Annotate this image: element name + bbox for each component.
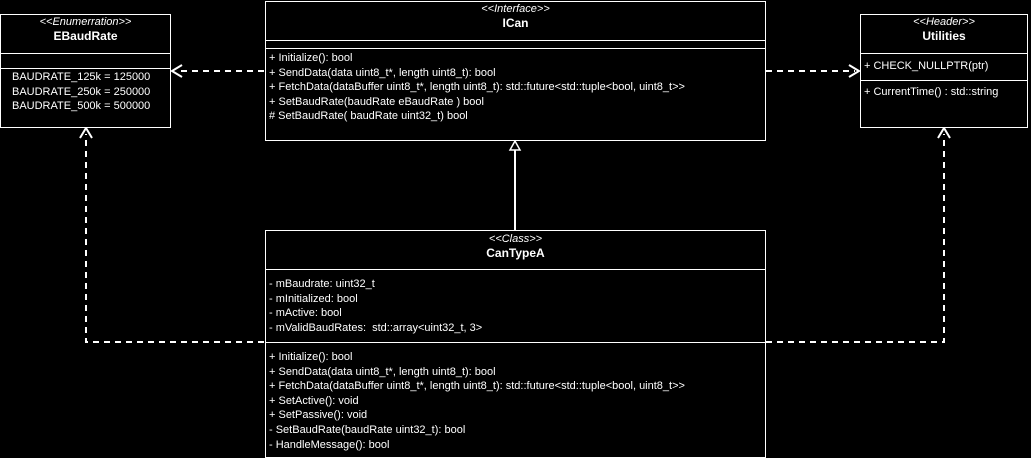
cantypea-attribute: - mValidBaudRates: std::array<uint32_t, … [269, 321, 483, 334]
ican-divider [266, 40, 765, 41]
utilities-member: + CHECK_NULLPTR(ptr) [864, 60, 989, 72]
ebaudrate-class-box[interactable]: <<Enumerration>> EBaudRate BAUDRATE_125k… [0, 14, 171, 128]
utilities-name: Utilities [922, 29, 966, 43]
ebaudrate-divider [1, 53, 170, 54]
utilities-header-box[interactable]: <<Header>> Utilities + CHECK_NULLPTR(ptr… [860, 14, 1028, 128]
arrowhead-utilities-right [848, 64, 861, 78]
ican-method: + Initialize(): bool [269, 52, 353, 64]
utilities-divider [861, 53, 1027, 54]
ican-interface-box[interactable]: <<Interface>> ICan + Initialize(): bool … [265, 1, 766, 141]
ebaudrate-attribute: BAUDRATE_125k = 125000 [12, 71, 151, 83]
realization-triangle-head [508, 139, 522, 151]
ebaudrate-divider [1, 68, 170, 69]
ican-method: + SendData(data uint8_t*, length uint8_t… [269, 66, 496, 79]
cantypea-method: + Initialize(): bool [269, 351, 353, 363]
cantypea-attribute: - mActive: bool [269, 307, 342, 320]
cantypea-divider [266, 269, 765, 270]
cantypea-divider [266, 342, 765, 343]
cantypea-class-box[interactable]: <<Class>> CanTypeA - mBaudrate: uint32_t… [265, 230, 766, 458]
cantypea-to-ebaudrate-dependency [85, 134, 264, 343]
ican-stereotype: <<Interface>> [481, 3, 550, 15]
cantypea-stereotype: <<Class>> [488, 233, 543, 245]
ican-method: + SetBaudRate(baudRate eBaudRate ) bool [269, 95, 484, 108]
cantypea-to-utilities-dependency [766, 134, 945, 343]
ebaudrate-attribute: BAUDRATE_500k = 500000 [12, 100, 151, 112]
ebaudrate-attribute: BAUDRATE_250k = 250000 [12, 85, 151, 98]
utilities-member: + CurrentTime() : std::string [864, 86, 999, 98]
arrowhead-ebaudrate-left [170, 64, 183, 78]
cantypea-attribute: - mInitialized: bool [269, 292, 358, 305]
cantypea-method: + SetPassive(): void [269, 409, 368, 422]
cantypea-attribute: - mBaudrate: uint32_t [269, 278, 375, 290]
utilities-stereotype: <<Header>> [913, 16, 975, 28]
cantypea-method: + SendData(data uint8_t*, length uint8_t… [269, 365, 496, 378]
arrowhead-utilities-up [937, 126, 951, 139]
ican-divider [266, 48, 765, 49]
ican-method: + FetchData(dataBuffer uint8_t*, length … [269, 81, 685, 94]
ebaudrate-stereotype: <<Enumerration>> [39, 16, 132, 28]
arrowhead-ebaudrate-up [79, 126, 93, 139]
cantypea-name: CanTypeA [486, 246, 545, 260]
ebaudrate-name: EBaudRate [53, 29, 118, 43]
cantypea-method: - HandleMessage(): bool [269, 438, 390, 451]
ican-method: # SetBaudRate( baudRate uint32_t) bool [269, 110, 468, 123]
cantypea-method: + FetchData(dataBuffer uint8_t*, length … [269, 380, 685, 393]
cantypea-method: + SetActive(): void [269, 394, 359, 407]
ican-name: ICan [502, 16, 529, 30]
utilities-divider [861, 80, 1027, 81]
cantypea-method: - SetBaudRate(baudRate uint32_t): bool [269, 423, 466, 436]
